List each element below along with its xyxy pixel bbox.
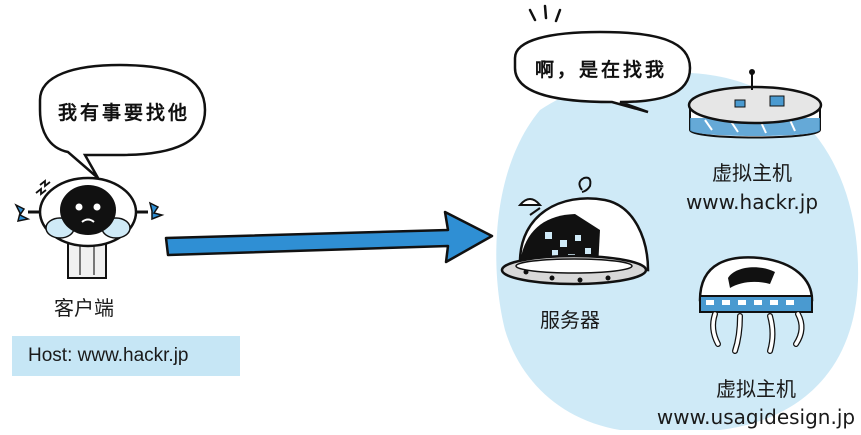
excitement-lines-icon	[528, 4, 562, 23]
server-robot-icon	[500, 176, 650, 286]
virtual-host-1-domain: www.hackr.jp	[685, 190, 819, 214]
client-speech-bubble	[38, 63, 207, 179]
host-header-box: Host: www.hackr.jp	[12, 336, 240, 376]
server-label: 服务器	[540, 308, 600, 332]
client-label: 客户端	[54, 296, 114, 320]
server-bubble-text: 啊，是在找我	[535, 59, 668, 81]
request-arrow	[164, 210, 494, 264]
server-speech-bubble	[513, 30, 692, 114]
virtual-host-1-title: 虚拟主机	[712, 161, 792, 185]
virtual-host-2-domain: www.usagidesign.jp	[656, 405, 856, 429]
virtual-host-hackr-icon	[687, 69, 823, 139]
client-robot-icon	[14, 176, 165, 279]
virtual-host-2-title: 虚拟主机	[716, 377, 796, 401]
client-bubble-text: 我有事要找他	[58, 102, 191, 124]
server-area	[496, 72, 859, 430]
host-header-text: Host: www.hackr.jp	[28, 345, 189, 366]
virtual-host-usagidesign-icon	[698, 256, 814, 354]
